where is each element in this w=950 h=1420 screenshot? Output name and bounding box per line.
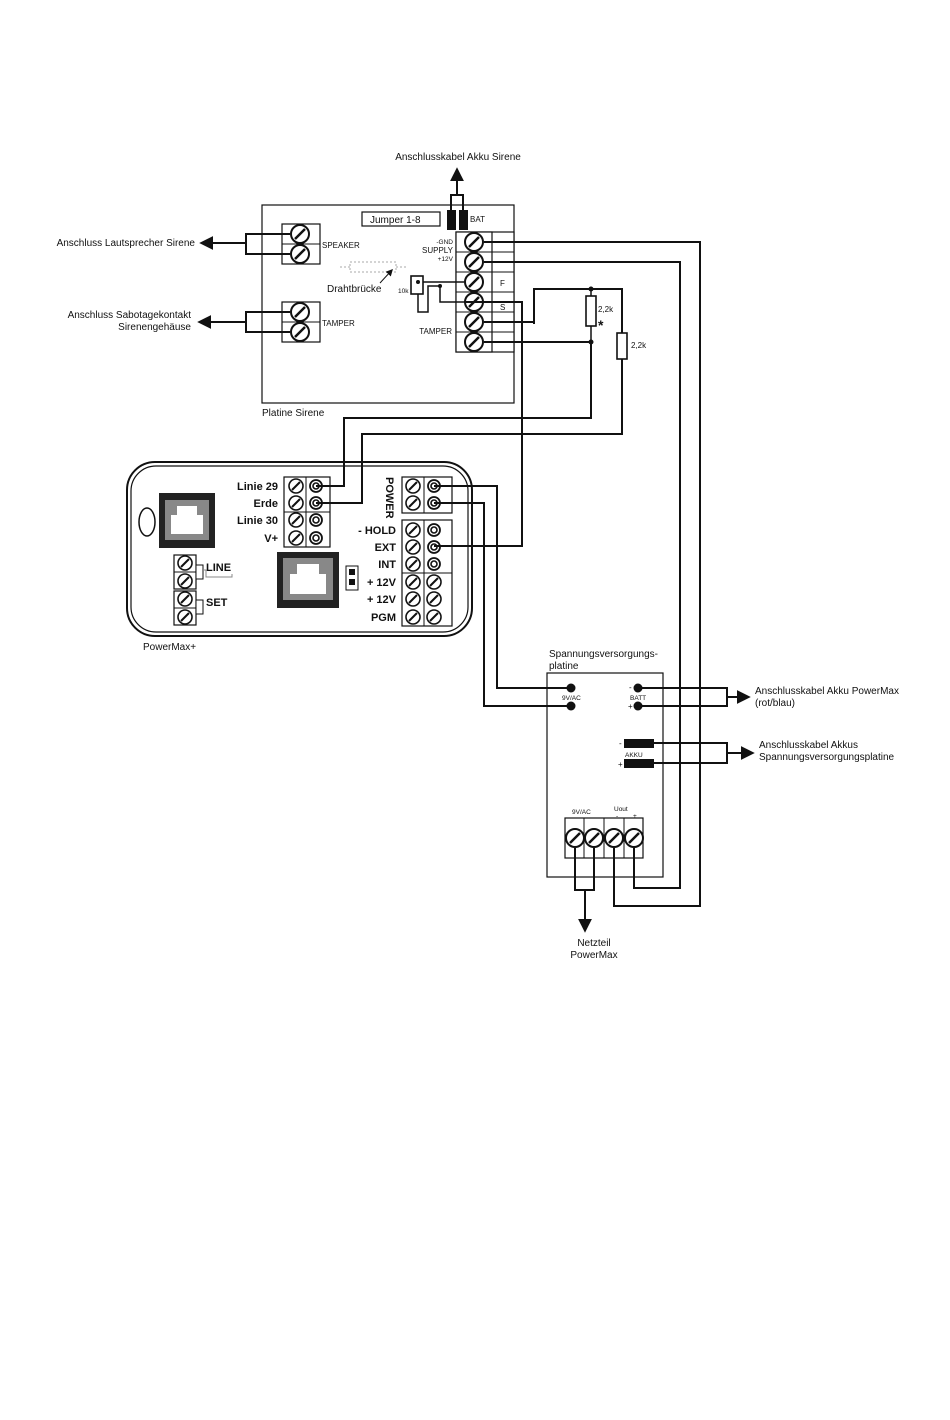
psu-title-2: platine: [549, 661, 579, 672]
tamper-right-label: TAMPER: [419, 327, 452, 336]
line-label: LINE: [206, 562, 231, 574]
resistor-22k-a: 2,2k *: [585, 295, 614, 333]
plus12-label: +12V: [438, 256, 454, 263]
resistor-22k-b: 2,2k: [616, 332, 647, 360]
vplus-label: V+: [264, 533, 278, 545]
jumper-box: [361, 211, 441, 227]
psu-board: Spannungsversorgungs- platine 9V/AC - + …: [546, 649, 664, 878]
siren-board-title: Platine Sirene: [262, 408, 325, 419]
powermax-title: PowerMax+: [143, 642, 196, 653]
line-set-terminals: LINE SET: [173, 554, 233, 626]
resistor-22k-a-label: 2,2k: [598, 305, 614, 314]
rj-jack-left: [159, 493, 215, 548]
tamper-terminals: TAMPER: [197, 301, 355, 343]
output-terminals: - HOLD EXT INT + 12V + 12V PGM: [358, 519, 453, 627]
resistor-10k-label: 10k: [398, 288, 409, 295]
int-label: INT: [378, 559, 396, 571]
akku-minus: -: [619, 739, 622, 748]
asterisk-label: *: [598, 317, 604, 333]
bat-label: BAT: [470, 215, 485, 224]
akku-pm-label-2: (rot/blau): [755, 698, 795, 709]
uout-label: Uout: [614, 806, 628, 813]
zone-terminals: Linie 29 Erde Linie 30 V+: [237, 476, 331, 548]
tamper-left-label: TAMPER: [322, 319, 355, 328]
lautsprecher-label: Anschluss Lautsprecher Sirene: [57, 238, 196, 249]
sabotage-label-1: Anschluss Sabotagekontakt: [68, 310, 192, 321]
power-label: POWER: [383, 477, 395, 519]
jumper-label: Jumper 1-8: [370, 215, 421, 226]
pgm-label: PGM: [371, 612, 396, 624]
uout-plus: +: [633, 813, 637, 820]
f-label: F: [500, 279, 505, 288]
linie29-label: Linie 29: [237, 481, 278, 493]
powermax-panel: PowerMax+: [126, 461, 473, 653]
hold-label: - HOLD: [358, 525, 396, 537]
akku-sirene-label: Anschlusskabel Akku Sirene: [395, 152, 521, 163]
drahtbruecke-label: Drahtbrücke: [327, 284, 382, 295]
psu-title-1: Spannungsversorgungs-: [549, 649, 658, 660]
resistor-10k: 10k: [398, 275, 464, 313]
s-label: S: [500, 303, 505, 312]
sabotage-label-2: Sirenengehäuse: [118, 322, 191, 333]
batt-minus: -: [629, 683, 632, 692]
batt-label: BATT: [630, 695, 646, 702]
set-label: SET: [206, 597, 228, 609]
netzteil-label-1: Netzteil: [577, 938, 610, 949]
akku-pm-label-1: Anschlusskabel Akku PowerMax: [755, 686, 899, 697]
akku-label: AKKU: [625, 752, 643, 759]
siren-terminal-block: -GND SUPPLY +12V F S TAMPER: [419, 231, 515, 353]
wire-bridge: Drahtbrücke: [327, 261, 406, 295]
p12b-label: + 12V: [367, 594, 397, 606]
speaker-label: SPEAKER: [322, 241, 360, 250]
ac-top-label: 9V/AC: [562, 695, 581, 702]
resistor-22k-b-label: 2,2k: [631, 341, 647, 350]
akku-psu-label-1: Anschlusskabel Akkus: [759, 740, 858, 751]
power-terminals: POWER: [383, 476, 453, 519]
linie30-label: Linie 30: [237, 515, 278, 527]
uout-minus: -: [616, 813, 618, 820]
ac-bottom-label: 9V/AC: [572, 809, 591, 816]
battery-connector: BAT: [447, 167, 485, 230]
ext-label: EXT: [375, 542, 397, 554]
mount-hole: [138, 507, 156, 537]
p12a-label: + 12V: [367, 577, 397, 589]
erde-label: Erde: [254, 498, 278, 510]
supply-label: SUPPLY: [422, 246, 454, 255]
rj-jack-center: [277, 552, 339, 608]
akku-plus: +: [618, 760, 623, 769]
netzteil-label-2: PowerMax: [570, 950, 617, 961]
akku-psu-label-2: Spannungsversorgungsplatine: [759, 752, 895, 763]
batt-plus: +: [628, 702, 633, 711]
siren-board: Jumper 1-8 Platine Sirene BAT Anschlussk…: [57, 152, 522, 419]
jumper-small: [345, 565, 359, 591]
gnd-label: -GND: [436, 239, 453, 246]
speaker-terminals: SPEAKER: [199, 223, 360, 265]
wiring: [316, 241, 755, 933]
